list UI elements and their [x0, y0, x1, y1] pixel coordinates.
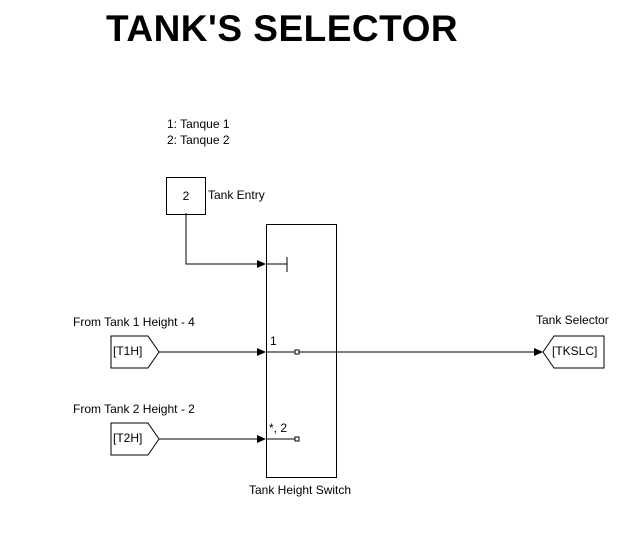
from-block-1-tag: [T1H]	[113, 344, 143, 358]
input-1-arrowhead	[257, 348, 266, 356]
note-line-2: 2: Tanque 2	[167, 133, 230, 147]
switch-block[interactable]	[266, 224, 337, 478]
control-arrowhead	[257, 260, 266, 268]
diagram-title: TANK'S SELECTOR	[106, 8, 459, 49]
control-signal-line[interactable]	[185, 213, 260, 265]
from-block-2-label: From Tank 2 Height - 2	[73, 402, 195, 416]
from-block-1-shape[interactable]	[110, 335, 160, 369]
from-block-2-tag: [T2H]	[113, 431, 143, 445]
switch-contact-1	[294, 349, 300, 355]
input-2-arrowhead	[257, 435, 266, 443]
constant-value: 2	[182, 189, 190, 203]
note-line-1: 1: Tanque 1	[167, 117, 230, 131]
goto-block-tag: [TKSLC]	[552, 344, 598, 358]
constant-block-label: Tank Entry	[208, 188, 265, 202]
switch-contact-2	[294, 436, 300, 442]
switch-block-label: Tank Height Switch	[249, 483, 352, 497]
goto-block-shape[interactable]	[542, 335, 605, 369]
output-arrowhead	[534, 348, 543, 356]
switch-port-1-label: 1	[270, 334, 277, 348]
from-block-2-shape[interactable]	[110, 422, 160, 456]
from-block-1-label: From Tank 1 Height - 4	[73, 315, 195, 329]
switch-port-2-label: *, 2	[269, 421, 288, 435]
goto-block-label: Tank Selector	[536, 313, 609, 327]
